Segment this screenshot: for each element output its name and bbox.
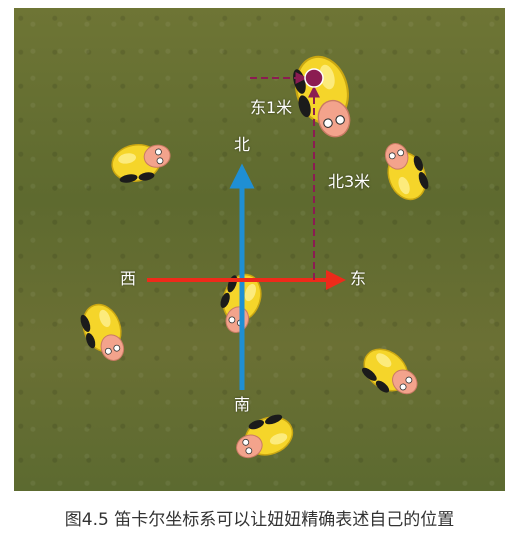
game-field: 北 南 西 东 东1米 北3米 [14, 8, 505, 491]
scene-graphics [75, 49, 434, 466]
character-icon [75, 298, 132, 369]
target-point-icon [304, 68, 324, 88]
character-icon [377, 135, 434, 206]
label-north-offset: 北3米 [328, 172, 371, 191]
character-icon [228, 409, 299, 466]
character-icon [354, 340, 426, 408]
target-character-icon [286, 49, 361, 146]
label-west: 西 [120, 269, 137, 288]
label-south: 南 [234, 395, 251, 414]
label-east: 东 [350, 269, 367, 288]
figure-caption: 图4.5 笛卡尔坐标系可以让妞妞精确表述自己的位置 [64, 510, 455, 530]
label-north: 北 [234, 135, 251, 154]
label-east-offset: 东1米 [250, 98, 293, 117]
character-icon [108, 138, 175, 187]
